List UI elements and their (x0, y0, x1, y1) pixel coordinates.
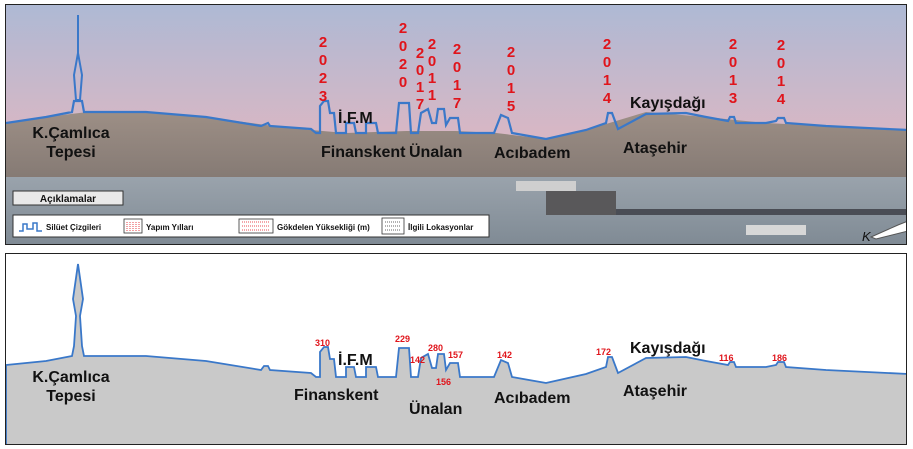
year-digit-unalan-2020: 2 (399, 56, 407, 73)
north-label: K (862, 229, 872, 244)
silhouette-panel-svg: K.Çamlıca Tepesi İ.F.M Finanskent Ünalan… (6, 263, 906, 444)
bottom-location-finanskent: Finanskent (294, 387, 379, 404)
year-digit-unalan-2017b: 2 (453, 41, 461, 58)
year-digit-kayisdagi-2013: 3 (729, 90, 737, 107)
location-kayisdagi: Kayışdağı (630, 95, 706, 112)
year-digit-unalan-2017b: 7 (453, 95, 461, 112)
legend-title-box (12, 190, 124, 206)
location-unalan: Ünalan (409, 142, 462, 161)
year-digit-unalan-2020: 2 (399, 20, 407, 37)
bottom-location-acibadem: Acıbadem (494, 390, 570, 407)
photo-panel-svg: K.Çamlıca Tepesi İ.F.M Finanskent Ünalan… (6, 5, 906, 244)
height-label: 157 (448, 350, 463, 360)
legend-years-swatch-dots (126, 222, 140, 231)
height-label: 186 (772, 353, 787, 363)
year-digit-finanskent-2023: 0 (319, 52, 327, 69)
north-arrow-shape (869, 221, 906, 240)
height-label: 142 (410, 355, 425, 365)
location-ifm: İ.F.M (338, 109, 373, 127)
year-digit-finanskent-2023: 2 (319, 34, 327, 51)
year-digit-acibadem-2015: 0 (507, 62, 515, 79)
legend-location-swatch-lines (385, 221, 401, 231)
height-label: 172 (596, 347, 611, 357)
bridge-tower (546, 191, 616, 215)
year-digit-unalan-2017a: 0 (416, 62, 424, 79)
silhouette-line (6, 99, 906, 141)
legend-item-years: Yapım Yılları (146, 223, 193, 232)
year-digit-unalan-2017a: 7 (416, 96, 424, 113)
year-digit-unalan-2017b: 0 (453, 59, 461, 76)
ground-silhouette (6, 263, 906, 444)
location-camlica-line2: Tepesi (46, 144, 96, 161)
year-digit-kayisdagi-2013: 2 (729, 36, 737, 53)
year-digit-unalan-2020: 0 (399, 38, 407, 55)
year-digit-unalan-2017b: 1 (453, 77, 461, 94)
year-digit-kayisdagi-2014: 1 (777, 73, 785, 90)
year-digit-unalan-2011: 1 (428, 70, 436, 87)
legend: Açıklamalar Silüet Çizgileri Yapım Yılla… (12, 190, 490, 238)
year-digit-acibadem-2015: 5 (507, 98, 515, 115)
year-digit-kayisdagi-2013: 1 (729, 72, 737, 89)
height-label: 116 (719, 353, 734, 363)
year-digit-acibadem-2015: 2 (507, 44, 515, 61)
height-label: 280 (428, 343, 443, 353)
legend-item-height: Gökdelen Yüksekliği (m) (277, 223, 370, 232)
height-label: 142 (497, 350, 512, 360)
legend-item-silhouette: Silüet Çizgileri (46, 223, 101, 232)
year-digit-unalan-2020: 0 (399, 74, 407, 91)
year-digit-kayisdagi-2014: 4 (777, 91, 786, 108)
bottom-location-kayisdagi: Kayışdağı (630, 340, 706, 357)
legend-item-location: İlgili Lokasyonlar (408, 223, 473, 232)
legend-height-swatch-lines (242, 221, 270, 231)
bottom-location-ifm: İ.F.M (338, 351, 373, 369)
legend-silhouette-swatch (19, 222, 42, 232)
location-finanskent: Finanskent (321, 144, 406, 161)
year-digit-atasehir-2014: 0 (603, 54, 611, 71)
year-digit-unalan-2017a: 1 (416, 79, 424, 96)
bottom-location-atasehir: Ataşehir (623, 383, 687, 400)
legend-title: Açıklamalar (40, 194, 96, 205)
year-digit-acibadem-2015: 1 (507, 80, 515, 97)
year-digit-kayisdagi-2013: 0 (729, 54, 737, 71)
bottom-location-camlica-line1: K.Çamlıca (32, 369, 109, 386)
year-digit-unalan-2011: 2 (428, 36, 436, 53)
location-atasehir: Ataşehir (623, 140, 687, 157)
year-digit-finanskent-2023: 2 (319, 70, 327, 87)
year-digit-atasehir-2014: 4 (603, 90, 612, 107)
year-digit-unalan-2017a: 2 (416, 45, 424, 62)
year-digit-finanskent-2023: 3 (319, 88, 327, 105)
height-label: 310 (315, 338, 330, 348)
silhouette-panel: K.Çamlıca Tepesi İ.F.M Finanskent Ünalan… (5, 253, 907, 445)
bridge-deck (546, 209, 906, 215)
bottom-location-unalan: Ünalan (409, 399, 462, 418)
north-arrow: K (862, 221, 906, 244)
ferry-2 (516, 181, 576, 191)
year-digit-unalan-2011: 1 (428, 87, 436, 104)
photo-panel: K.Çamlıca Tepesi İ.F.M Finanskent Ünalan… (5, 4, 907, 245)
year-digit-unalan-2011: 0 (428, 53, 436, 70)
height-label: 156 (436, 377, 451, 387)
year-digit-atasehir-2014: 2 (603, 36, 611, 53)
ferry-3 (746, 225, 806, 235)
location-acibadem: Acıbadem (494, 145, 570, 162)
year-digit-atasehir-2014: 1 (603, 72, 611, 89)
year-digit-kayisdagi-2014: 2 (777, 37, 785, 54)
bottom-location-camlica-line2: Tepesi (46, 388, 96, 405)
year-digit-kayisdagi-2014: 0 (777, 55, 785, 72)
height-label: 229 (395, 334, 410, 344)
location-camlica-line1: K.Çamlıca (32, 125, 109, 142)
